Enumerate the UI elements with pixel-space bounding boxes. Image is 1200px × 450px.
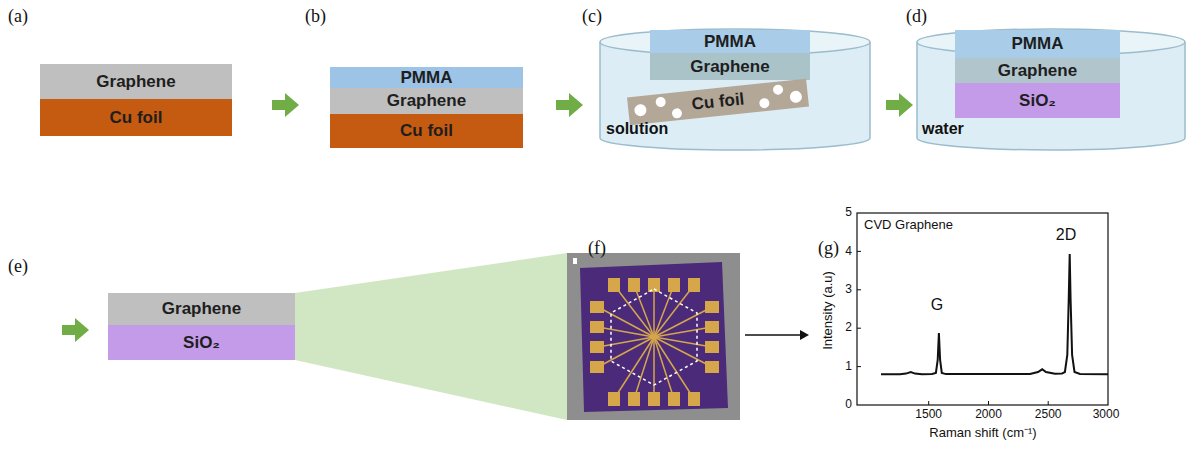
process-arrow — [556, 93, 583, 117]
layer-box: SiO₂ — [108, 325, 295, 360]
chart-annotation: CVD Graphene — [864, 218, 953, 233]
tick-label: 2 — [845, 321, 852, 335]
layer-box: Graphene — [955, 58, 1120, 83]
process-arrow — [272, 93, 299, 117]
panel-label: (e) — [8, 256, 28, 277]
layer-box: Graphene — [330, 88, 523, 114]
layer-name: Cu foil — [110, 108, 163, 128]
layer-box: PMMA — [330, 67, 523, 88]
layer-name: Graphene — [387, 91, 466, 111]
tick-label: 2000 — [975, 408, 1002, 422]
tick-label: 5 — [845, 206, 852, 220]
layer-box: PMMA — [650, 30, 810, 53]
layer-name: Graphene — [690, 57, 769, 77]
tick-label: 3 — [845, 283, 852, 297]
solution-dish — [600, 29, 870, 150]
layer-name: Cu foil — [400, 121, 453, 141]
layer-box: SiO₂ — [955, 83, 1120, 118]
layer-name: Graphene — [162, 299, 241, 319]
tick-label: 0 — [845, 398, 852, 412]
pointer-arrow — [745, 330, 809, 340]
layer-name: PMMA — [704, 32, 756, 52]
panel-label: (d) — [906, 6, 927, 27]
peak-label: 2D — [1056, 226, 1076, 244]
layer-box: Graphene — [108, 293, 295, 325]
device-photo — [567, 253, 740, 420]
raman-chart — [857, 213, 1108, 405]
process-arrow — [886, 93, 913, 117]
layer-name: Graphene — [96, 72, 175, 92]
axis-title: Raman shift (cm⁻¹) — [929, 426, 1036, 441]
tick-label: 3000 — [1093, 408, 1120, 422]
layer-box: Cu foil — [40, 99, 232, 136]
layer-box: Cu foil — [330, 114, 523, 148]
water-dish — [917, 29, 1185, 150]
layer-name: PMMA — [1012, 34, 1064, 54]
layer-name: PMMA — [401, 68, 453, 88]
axis-title: Intensity (a.u) — [821, 271, 836, 350]
peak-label: G — [931, 296, 943, 314]
layer-box: PMMA — [955, 30, 1120, 58]
layer-name: Graphene — [998, 61, 1077, 81]
layer-name: Cu foil — [691, 90, 746, 115]
liquid-label: solution — [606, 120, 668, 138]
liquid-label: water — [922, 120, 964, 138]
panel-label: (f) — [588, 238, 606, 259]
layer-name: SiO₂ — [1019, 91, 1056, 111]
layer-box: Graphene — [40, 64, 232, 99]
tick-label: 4 — [845, 245, 852, 259]
tick-label: 1500 — [915, 408, 942, 422]
process-arrow — [62, 318, 89, 342]
tick-label: 1 — [845, 360, 852, 374]
layer-name: SiO₂ — [183, 333, 220, 353]
panel-label: (b) — [305, 6, 326, 27]
panel-label: (g) — [818, 238, 839, 259]
layer-box: Graphene — [650, 53, 810, 80]
zoom-projection — [295, 253, 567, 420]
tick-label: 2500 — [1035, 408, 1062, 422]
panel-label: (a) — [8, 6, 28, 27]
panel-label: (c) — [582, 6, 602, 27]
